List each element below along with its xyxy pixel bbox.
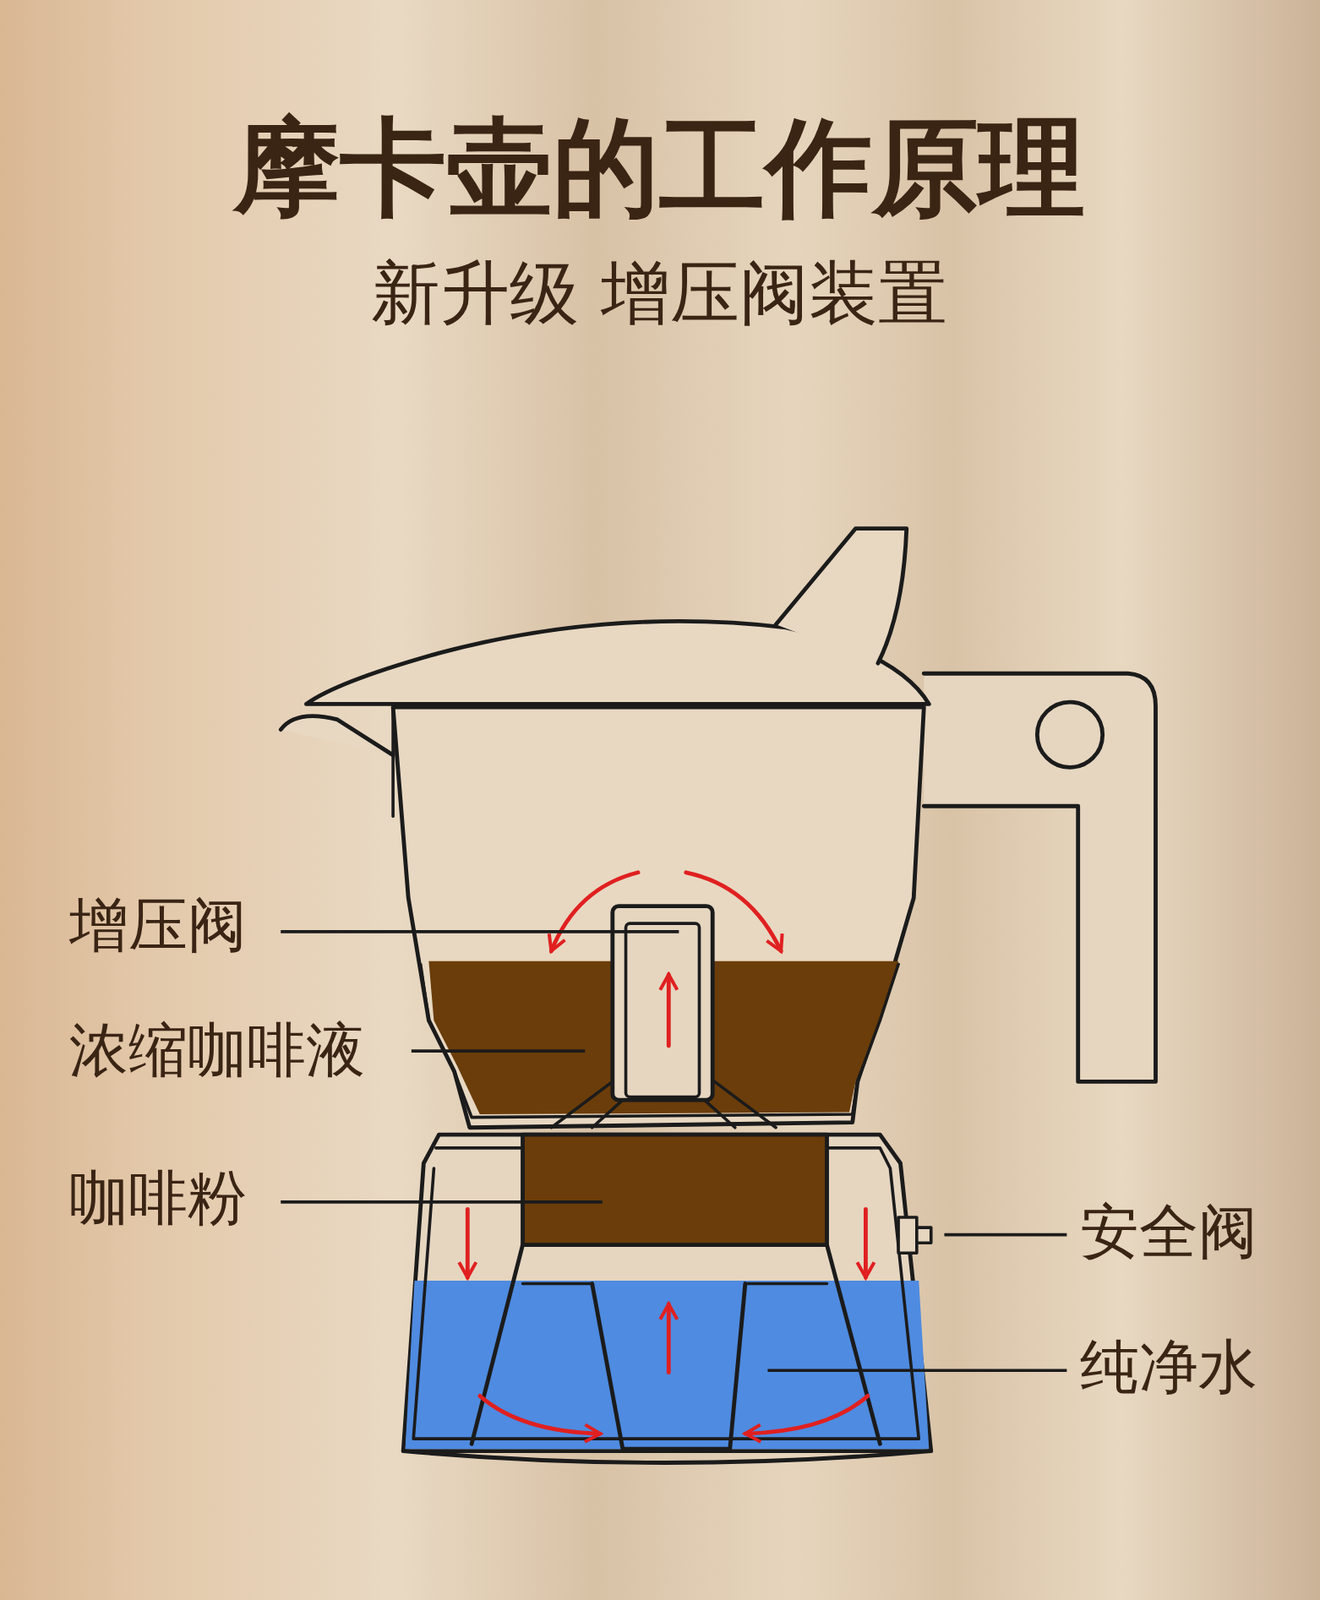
flow-arrows — [467, 872, 868, 1435]
upper-chamber — [392, 707, 924, 1129]
flow-arrow — [863, 1209, 868, 1278]
flow-arrow — [550, 872, 639, 952]
funnel-tube — [523, 1245, 828, 1451]
flow-arrow — [666, 975, 671, 1048]
flow-arrow — [745, 1396, 868, 1435]
base-rim — [403, 1451, 932, 1464]
water — [405, 1281, 930, 1450]
part-label: 纯净水 — [1080, 1335, 1258, 1401]
leader-line — [280, 930, 679, 934]
coffee-powder — [523, 1134, 828, 1245]
part-label: 咖啡粉 — [69, 1167, 247, 1233]
leader-line — [767, 1369, 1067, 1373]
lid-knob — [775, 529, 907, 664]
upper-seam — [391, 707, 395, 817]
subtitle: 新升级 增压阀装置 — [370, 255, 948, 332]
flow-arrow — [686, 872, 781, 952]
center-column — [612, 906, 713, 1102]
funnel-wall — [827, 1245, 881, 1446]
handle — [923, 673, 1156, 1082]
spout — [280, 716, 393, 756]
flow-arrow — [465, 1209, 470, 1278]
part-label: 浓缩咖啡液 — [69, 1019, 366, 1085]
pressure-valve — [626, 923, 700, 1097]
handle-hole — [1036, 702, 1102, 768]
lower-chamber — [403, 1134, 932, 1451]
flow-arrow — [666, 1304, 671, 1374]
leader-line — [411, 1049, 585, 1053]
leader-lines — [280, 932, 1067, 1371]
title: 摩卡壶的工作原理 — [233, 109, 1086, 227]
leader-line — [280, 1200, 603, 1205]
funnel-ledge — [523, 1282, 828, 1287]
part-label: 安全阀 — [1080, 1200, 1258, 1266]
flow-arrow — [480, 1396, 601, 1435]
funnel-wall — [471, 1245, 523, 1446]
part-label: 增压阀 — [69, 893, 247, 959]
safety-valve — [898, 1217, 932, 1254]
leader-line — [943, 1233, 1067, 1238]
